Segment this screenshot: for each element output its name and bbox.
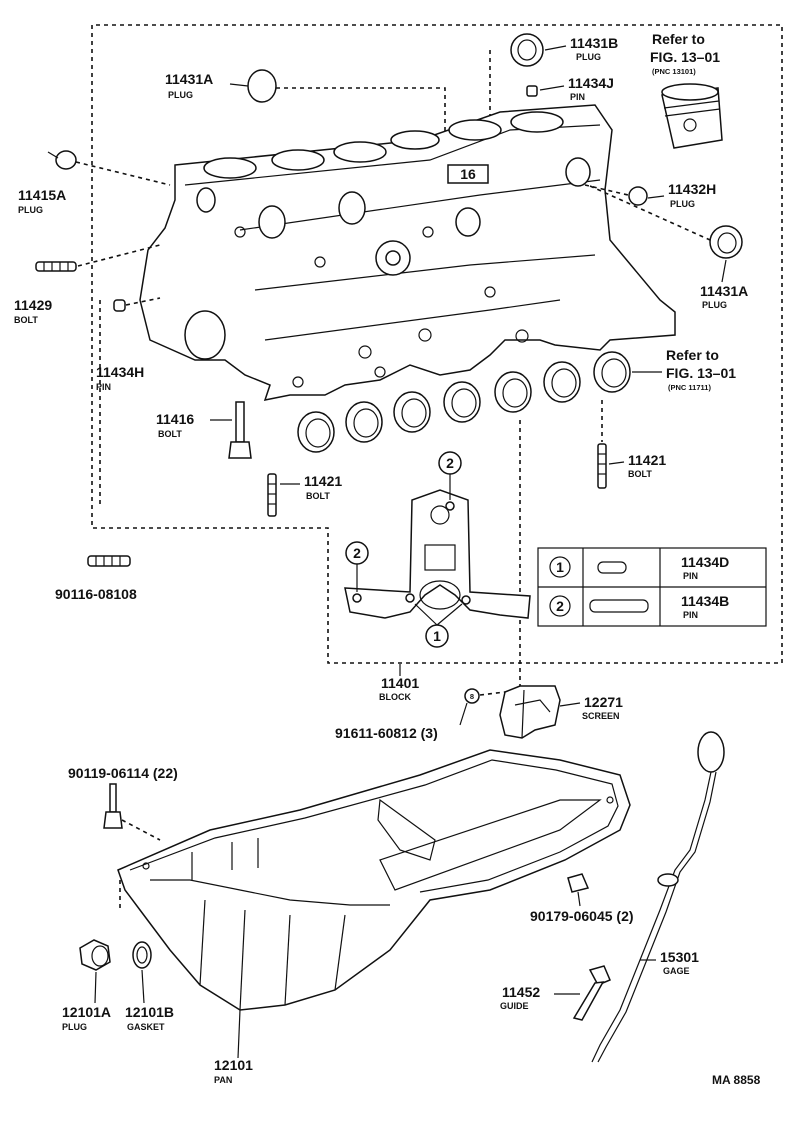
pin-11434H-shape: [113, 299, 126, 312]
plug-11415A-shape: [47, 150, 77, 170]
guide-11452-shape: [572, 965, 611, 1021]
bolt-90116-shape: [87, 555, 131, 567]
part-90119-number: 90119-06114 (22): [68, 765, 178, 781]
bearing-cap-girdle-drawing: [344, 489, 531, 619]
callout-2-left-label: 2: [353, 545, 361, 561]
part-12101A-name: PLUG: [62, 1022, 87, 1032]
part-91611-number: 91611-60812 (3): [335, 725, 438, 741]
part-11421-right-name: BOLT: [628, 469, 652, 479]
main-bearings: [297, 351, 631, 453]
part-11415A-number: 11415A: [18, 187, 66, 203]
part-11421-right-number: 11421: [628, 452, 666, 468]
part-12271-number: 12271: [584, 694, 623, 710]
part-12101-name: PAN: [214, 1075, 232, 1085]
part-11431B-name: PLUG: [576, 52, 601, 62]
callout-2-top-label: 2: [446, 455, 454, 471]
legend-row2-number: 11434B: [681, 593, 729, 609]
bolt-11429-shape: [35, 261, 77, 272]
part-11401-name: BLOCK: [379, 692, 411, 702]
part-15301-name: GAGE: [663, 966, 690, 976]
piston-ref-pnc: (PNC 13101): [652, 67, 696, 76]
part-12101B-name: GASKET: [127, 1022, 165, 1032]
part-90116-number: 90116-08108: [55, 586, 137, 602]
part-11416-number: 11416: [156, 411, 194, 427]
part-11415A-name: PLUG: [18, 205, 43, 215]
bearing-ref-line2: FIG. 13–01: [666, 365, 736, 381]
part-11431B-number: 11431B: [570, 35, 618, 51]
part-11434J-name: PIN: [570, 92, 585, 102]
part-11452-name: GUIDE: [500, 1001, 529, 1011]
part-11429-name: BOLT: [14, 315, 38, 325]
callout-8-label: 8: [470, 692, 474, 701]
part-11434H-number: 11434H: [96, 364, 144, 380]
part-11431A-side-name: PLUG: [702, 300, 727, 310]
part-11431A-top-name: PLUG: [168, 90, 193, 100]
block-assembly-outline: [91, 24, 783, 690]
part-12101A-number: 12101A: [62, 1004, 111, 1020]
callout-2-left: [345, 541, 369, 592]
part-11429-number: 11429: [14, 297, 52, 313]
pin-11434J-shape: [526, 85, 538, 97]
part-11432H-name: PLUG: [670, 199, 695, 209]
piston-ref-line2: FIG. 13–01: [650, 49, 720, 65]
part-12101B-number: 12101B: [125, 1004, 174, 1020]
bolt-90119-shape: [103, 783, 123, 829]
part-11434H-name: PIN: [96, 382, 111, 392]
part-11416-name: BOLT: [158, 429, 182, 439]
drain-plug-12101A-shape: [79, 939, 111, 971]
nut-90179-shape: [567, 873, 590, 893]
cylinder-block-drawing: 16: [139, 104, 676, 401]
oil-strainer-screen-drawing: [499, 685, 561, 739]
plug-11431B-shape: [510, 33, 544, 67]
block-cast-mark: 16: [460, 166, 476, 182]
gasket-12101B-shape: [132, 941, 152, 969]
pin-legend-table: [537, 547, 767, 627]
piston-reference-drawing: [661, 83, 723, 149]
part-11421-left-name: BOLT: [306, 491, 330, 501]
callout-8-bolt: [459, 688, 506, 726]
part-11431A-side-number: 11431A: [700, 283, 748, 299]
part-11434J-number: 11434J: [568, 75, 614, 91]
legend-row1-name: PIN: [683, 571, 698, 581]
plug-11431A-top-shape: [247, 69, 277, 103]
legend-row2-name: PIN: [683, 610, 698, 620]
part-12101-number: 12101: [214, 1057, 253, 1073]
callout-1-bottom: [414, 603, 463, 648]
bearing-ref-line1: Refer to: [666, 347, 719, 363]
stud-11421-left-shape: [267, 473, 277, 517]
legend-row1-marker: 1: [556, 559, 564, 575]
part-11431A-top-number: 11431A: [165, 71, 213, 87]
callout-2-top: [438, 451, 462, 500]
legend-row1-number: 11434D: [681, 554, 729, 570]
stud-11421-right-shape: [597, 443, 607, 489]
part-12271-name: SCREEN: [582, 711, 620, 721]
figure-code: MA 8858: [712, 1073, 761, 1087]
dipstick-gage-drawing: [591, 731, 725, 1063]
piston-ref-line1: Refer to: [652, 31, 705, 47]
part-90179-number: 90179-06045 (2): [530, 908, 634, 924]
callout-1-bottom-label: 1: [433, 628, 441, 644]
bolt-11416-shape: [228, 401, 252, 459]
part-11401-number: 11401: [381, 675, 419, 691]
part-11452-number: 11452: [502, 984, 540, 1000]
legend-row2-marker: 2: [556, 598, 564, 614]
part-11421-left-number: 11421: [304, 473, 342, 489]
plug-11432H-shape: [628, 186, 648, 206]
part-15301-number: 15301: [660, 949, 699, 965]
part-11432H-number: 11432H: [668, 181, 716, 197]
bearing-ref-pnc: (PNC 11711): [668, 383, 711, 392]
oil-pan-drawing: [117, 749, 631, 1011]
